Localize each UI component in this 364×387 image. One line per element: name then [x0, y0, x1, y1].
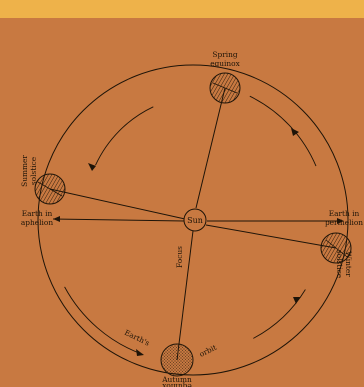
- orbit-label: orbit: [198, 343, 218, 359]
- focus-label: Focus: [175, 246, 184, 268]
- perihelion-label-line1: Earth in: [329, 209, 360, 218]
- aphelion-label-line1: Earth in: [22, 209, 53, 218]
- line-sun-summer: [50, 189, 185, 219]
- orbit-arrow-bottom: [136, 349, 144, 356]
- spring-label-line1: Spring: [212, 50, 237, 59]
- motion-arc-top-left: [96, 107, 154, 165]
- aphelion-label-line2: aphelion: [21, 218, 53, 227]
- line-sun-winter: [206, 225, 336, 248]
- motion-arc-top-right: [250, 96, 316, 166]
- spring-label-line2: equinox: [210, 59, 240, 68]
- earth-autumn: [161, 344, 193, 376]
- motion-arc-bottom: [65, 287, 143, 355]
- winter-label-line1: Winter: [344, 251, 353, 277]
- earth-spring: [210, 73, 240, 103]
- perihelion-label-line2: perihelion: [325, 218, 363, 227]
- summer-label-line2: solstice: [29, 157, 38, 185]
- motion-arc-right: [253, 290, 305, 339]
- earth-summer: [35, 174, 65, 204]
- orbit-arrow-left: [88, 163, 96, 171]
- winter-label-line2: solstice: [335, 250, 344, 278]
- line-sun-spring: [196, 88, 225, 208]
- line-sun-aphelion: [53, 219, 184, 221]
- summer-label-line1: Summer: [20, 155, 29, 187]
- orbit-arrow-right: [293, 297, 300, 304]
- sun-label: Sun: [187, 216, 203, 225]
- earths-label: Earth's: [123, 328, 151, 348]
- autumn-label-line2: equinox: [161, 382, 191, 387]
- arrow-aphelion: [53, 216, 60, 222]
